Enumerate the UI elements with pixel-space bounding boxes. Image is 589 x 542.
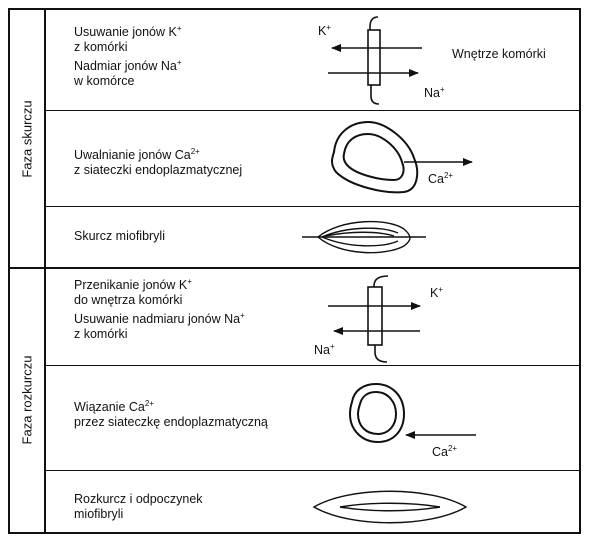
row1-ion-k: K+ xyxy=(318,23,332,39)
row1-line1: Usuwanie jonów K xyxy=(74,25,177,39)
row5-line1-sup: 2+ xyxy=(144,399,154,408)
row4-ion-na: Na+ xyxy=(314,342,335,358)
row4-text: Przenikanie jonów K+ do wnętrza komórki … xyxy=(74,278,245,342)
row6-myofibril-relaxed xyxy=(312,490,468,524)
phase-column-contraction: Faza skurczu xyxy=(10,10,46,268)
row2-line1-sup: 2+ xyxy=(190,147,200,156)
row4-line3-sup: + xyxy=(240,311,245,320)
row1-ion-na: Na+ xyxy=(424,85,445,101)
row1-line1-sup: + xyxy=(176,24,182,33)
diagram-frame: Faza skurczu Faza rozkurczu xyxy=(8,8,581,534)
row1-line3: Nadmiar jonów Na xyxy=(74,59,177,73)
row-divider xyxy=(46,206,579,207)
row-divider xyxy=(46,470,579,471)
row6-text: Rozkurcz i odpoczynek miofibryli xyxy=(74,492,203,522)
row2-ion-ca: Ca2+ xyxy=(428,171,454,187)
row4-membrane-channel xyxy=(367,275,389,363)
row3-myofibril-contracted xyxy=(302,220,426,254)
phase-column-relaxation: Faza rozkurczu xyxy=(10,268,46,532)
row4-line1-sup: + xyxy=(187,277,192,286)
row1-line3-sup: + xyxy=(176,58,182,67)
row6-line1: Rozkurcz i odpoczynek xyxy=(74,492,203,506)
row6-line2: miofibryli xyxy=(74,507,124,521)
row1-inside-label: Wnętrze komórki xyxy=(452,47,546,61)
row1-text: Usuwanie jonów K+ z komórki Nadmiar jonó… xyxy=(74,25,182,89)
row2-text: Uwalnianie jonów Ca2+ z siateczki endopl… xyxy=(74,148,242,178)
row3-text: Skurcz miofibryli xyxy=(74,229,165,243)
row5-text: Wiązanie Ca2+ przez siateczkę endoplazma… xyxy=(74,400,268,430)
row2-reticulum xyxy=(331,120,419,194)
row4-line3: Usuwanie nadmiaru jonów Na xyxy=(74,312,241,326)
row1-line4: w komórce xyxy=(74,74,135,88)
row4-line2: do wnętrza komórki xyxy=(74,293,183,307)
row2-line2: z siateczki endoplazmatycznej xyxy=(74,163,243,177)
row1-line2: z komórki xyxy=(74,40,128,54)
row-divider xyxy=(46,365,579,366)
row4-ion-k: K+ xyxy=(430,285,444,301)
row4-line4: z komórki xyxy=(74,327,128,341)
row5-reticulum xyxy=(348,382,406,444)
row5-line1: Wiązanie Ca xyxy=(74,400,145,414)
row5-line2: przez siateczkę endoplazmatyczną xyxy=(74,415,268,429)
phase-divider xyxy=(10,267,579,269)
row2-line1: Uwalnianie jonów Ca xyxy=(74,148,191,162)
row1-membrane-channel xyxy=(367,16,381,105)
row-divider xyxy=(46,110,579,111)
row5-ion-ca: Ca2+ xyxy=(432,444,458,460)
row4-line1: Przenikanie jonów K xyxy=(74,278,188,292)
